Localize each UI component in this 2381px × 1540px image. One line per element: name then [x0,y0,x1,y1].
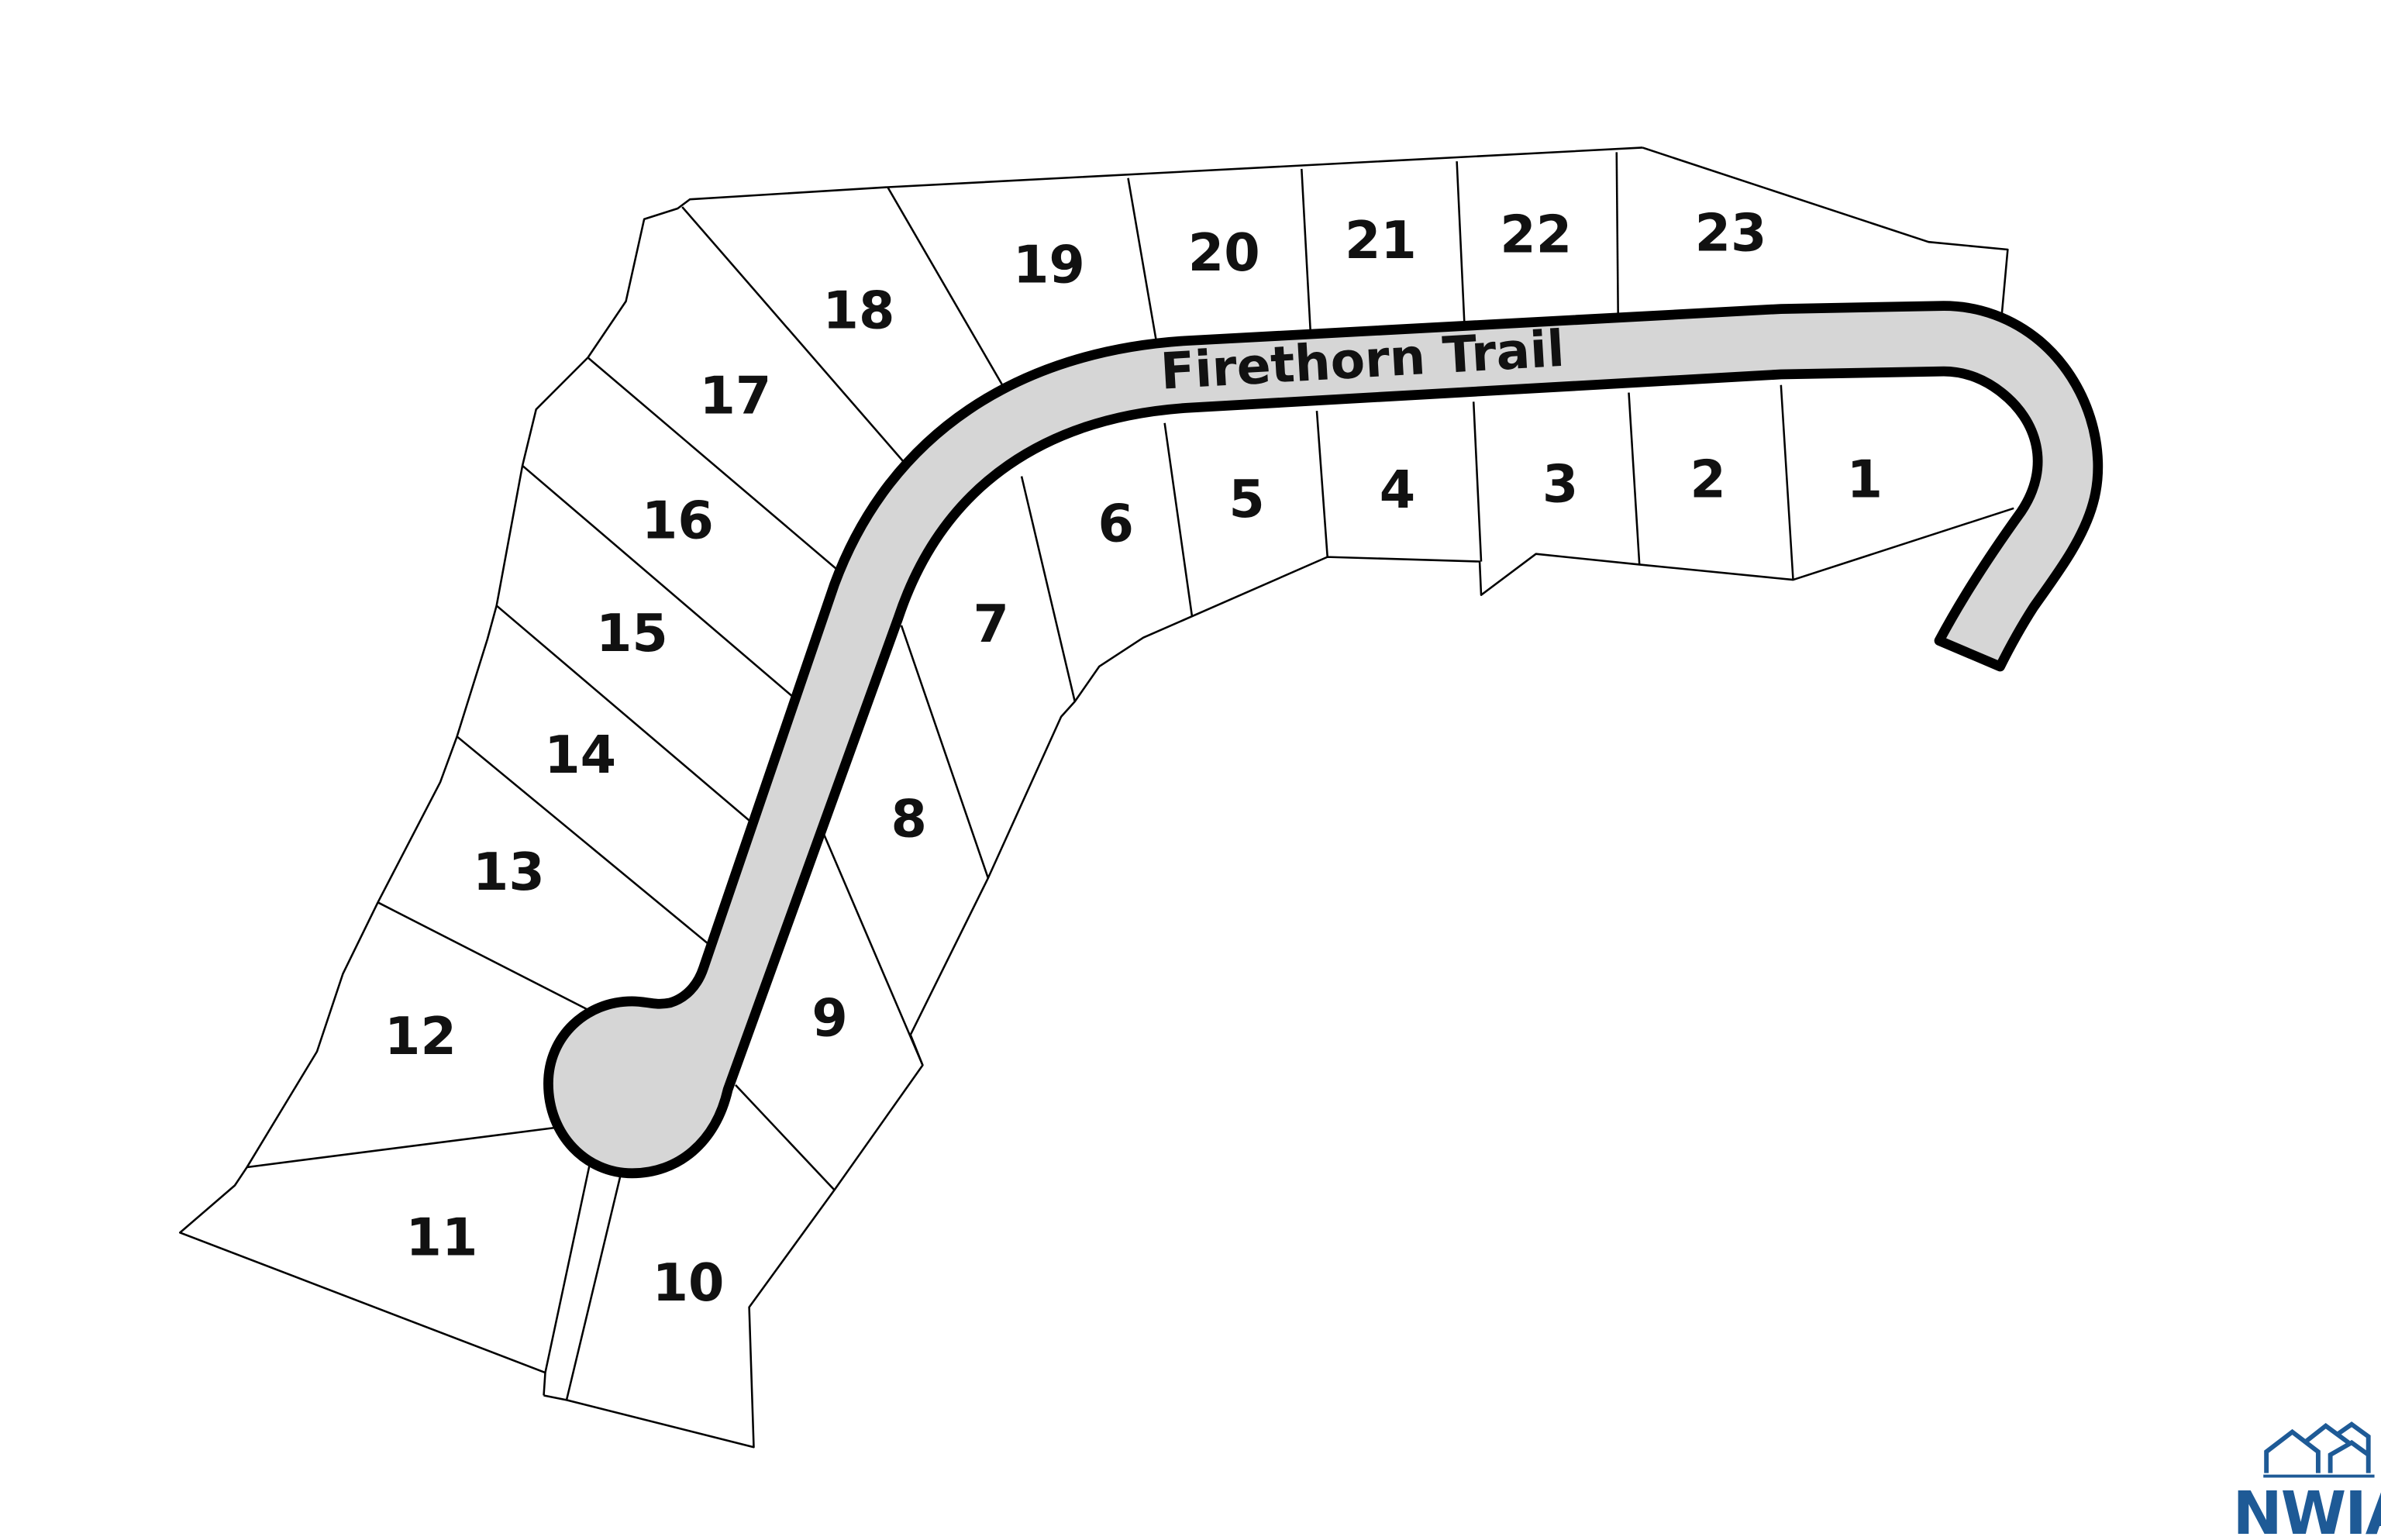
lot-label-5: 5 [1228,469,1264,529]
firethorn-trail-road [543,301,2104,1179]
lot-label-2: 2 [1690,449,1725,509]
lot-label-20: 20 [1188,222,1260,283]
lot-label-23: 23 [1695,202,1767,263]
lot-label-6: 6 [1098,493,1134,553]
lot-label-14: 14 [544,725,616,785]
lot-label-17: 17 [699,365,771,425]
lot-label-10: 10 [653,1252,725,1313]
lot-label-11: 11 [406,1207,478,1267]
lot-label-19: 19 [1013,235,1085,295]
lot-label-3: 3 [1542,453,1578,514]
lot-lines-south [735,384,1794,1191]
lot-label-13: 13 [473,842,545,902]
subdivision-boundary [179,146,2014,1449]
nwia-logo: NWIA [2233,1421,2381,1540]
lot-label-12: 12 [384,1006,457,1066]
house-roofs-icon [2263,1421,2375,1478]
lot-label-22: 22 [1500,204,1572,264]
lot-lines-north [246,152,1620,1169]
logo-text: NWIA [2233,1480,2381,1540]
lot-label-21: 21 [1345,210,1417,270]
lot-label-1: 1 [1847,449,1883,509]
lot-label-15: 15 [596,603,668,663]
lot-label-4: 4 [1380,460,1415,520]
lot-label-9: 9 [811,988,847,1049]
lot-label-8: 8 [891,788,927,849]
lot-label-18: 18 [823,281,895,341]
lot-label-7: 7 [973,594,1009,654]
lot-label-16: 16 [642,490,714,550]
lot-labels: 1 2 3 4 5 6 7 8 9 10 11 12 13 14 15 16 1… [384,202,1883,1313]
